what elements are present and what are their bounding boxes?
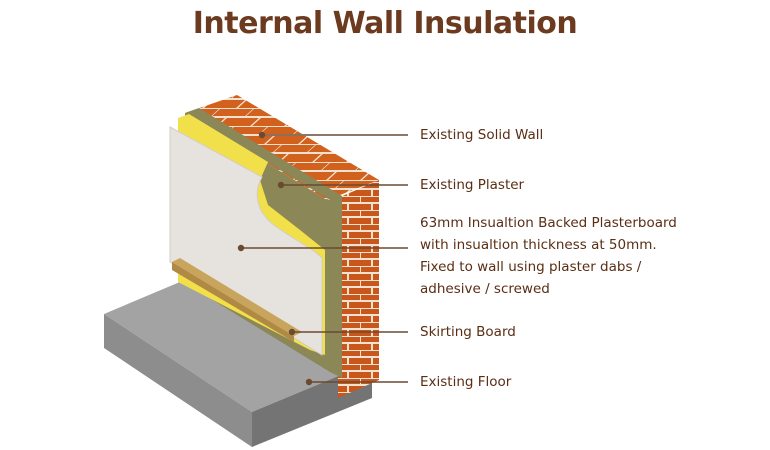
label-plasterboard-line1: 63mm Insualtion Backed Plasterboard [420,215,677,231]
page-title: Internal Wall Insulation [192,6,578,41]
existing-solid-wall [185,95,379,398]
label-plasterboard-line4: adhesive / screwed [420,281,550,297]
skirting-board [172,258,302,342]
plasterboard [169,126,323,356]
label-skirting-board: Skirting Board [420,324,516,340]
label-existing-floor: Existing Floor [420,374,512,390]
label-existing-solid-wall: Existing Solid Wall [420,127,544,143]
label-existing-plaster: Existing Plaster [420,177,525,193]
existing-plaster [185,108,342,378]
label-plasterboard-line2: with insualtion thickness at 50mm. [420,237,657,253]
label-plasterboard-line3: Fixed to wall using plaster dabs / [420,259,642,275]
